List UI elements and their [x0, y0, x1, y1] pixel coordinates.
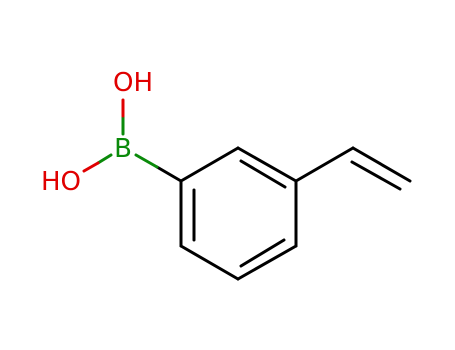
vinyl-double-bond-outer [351, 146, 412, 183]
ring-inner-double-bond-top [239, 159, 287, 189]
carbon-boron-bond [134, 153, 183, 183]
hydroxyl-top-label: OH [113, 68, 153, 98]
bo-left-boron-half [96, 153, 113, 165]
boron-oxygen-bonds [82, 98, 125, 173]
vinyl-single-bond [294, 146, 355, 183]
cb-bond-carbon-half [155, 165, 183, 183]
boron-atom-label: B [114, 134, 132, 164]
hydroxyl-left-label: HO [41, 167, 81, 197]
benzene-ring [179, 146, 298, 281]
ring-bond-c2-c3 [236, 146, 298, 183]
cb-bond-boron-half [134, 153, 159, 169]
vinyl-group [294, 146, 412, 191]
vinyl-double-bond-inner [350, 160, 402, 191]
ring-inner-double-bond-bottom [239, 238, 286, 268]
ring-bond-c1-c2 [179, 146, 240, 183]
ring-bond-c5-c6 [179, 244, 240, 281]
bo-left-oxygen-half [82, 161, 100, 173]
ring-bond-c4-c5 [236, 244, 298, 281]
